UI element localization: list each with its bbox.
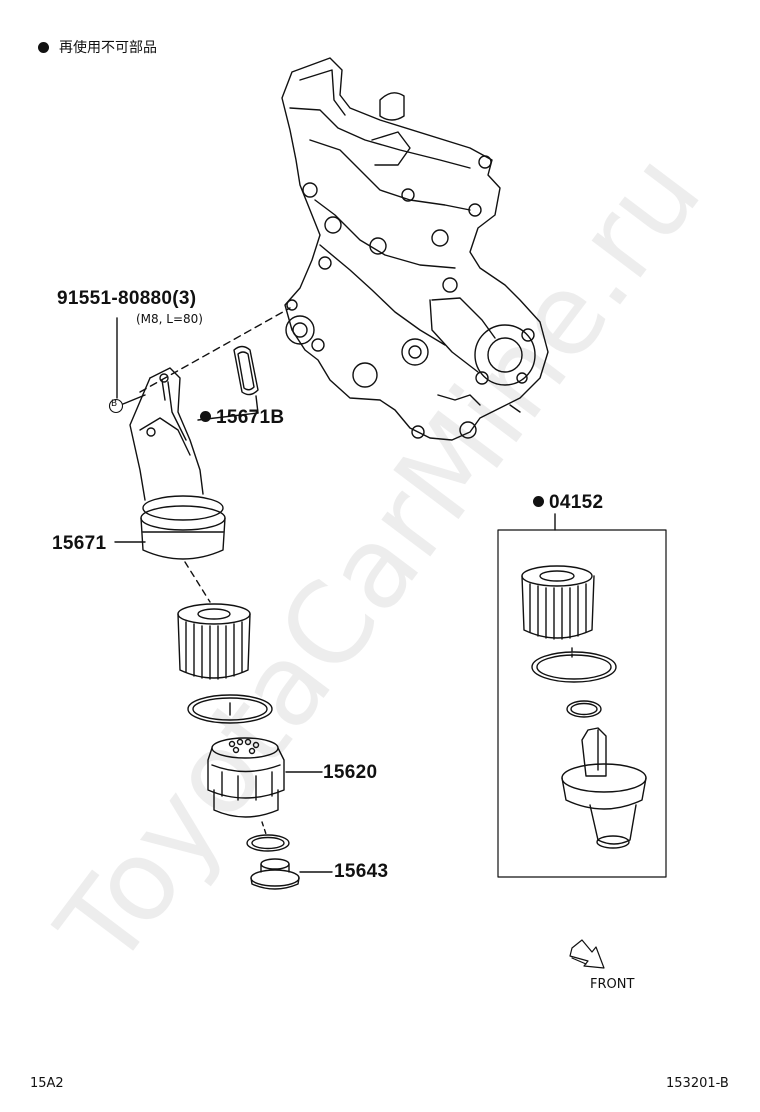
bolt-leader [108,307,291,414]
footer-left-code: 15A2 [30,1076,64,1091]
oil-filter-housing-drawing [114,367,226,603]
bolt-ref-mark: B [111,399,118,409]
gasket-part-number: 15671B [200,407,284,429]
legend-text: 再使用不可部品 [59,40,157,56]
timing-cover-drawing [281,57,549,441]
element-kit-part-number-text: 04152 [549,492,604,513]
legend-non-reusable: 再使用不可部品 [38,37,157,57]
cap-part-number: 15620 [323,762,378,783]
oil-filter-cap-drawing [207,737,323,852]
bolt-part-number: 91551-80880(3) [57,288,197,309]
gasket-part-number-text: 15671B [216,407,285,428]
bolt-spec: (M8, L=80) [136,312,203,326]
footer-right-code: 153201-B [666,1076,729,1091]
plug-part-number: 15643 [334,861,389,882]
element-kit-part-number: 04152 [533,492,603,514]
left-filter-element-drawing [177,603,273,724]
non-reusable-bullet-icon [533,496,544,507]
front-arrow-icon [569,939,605,969]
drain-plug-drawing [250,858,333,890]
front-label: FRONT [590,977,635,992]
non-reusable-bullet-icon [200,411,211,422]
bullet-icon [38,42,49,53]
element-kit-drawing [497,513,667,878]
housing-part-number: 15671 [52,533,107,554]
